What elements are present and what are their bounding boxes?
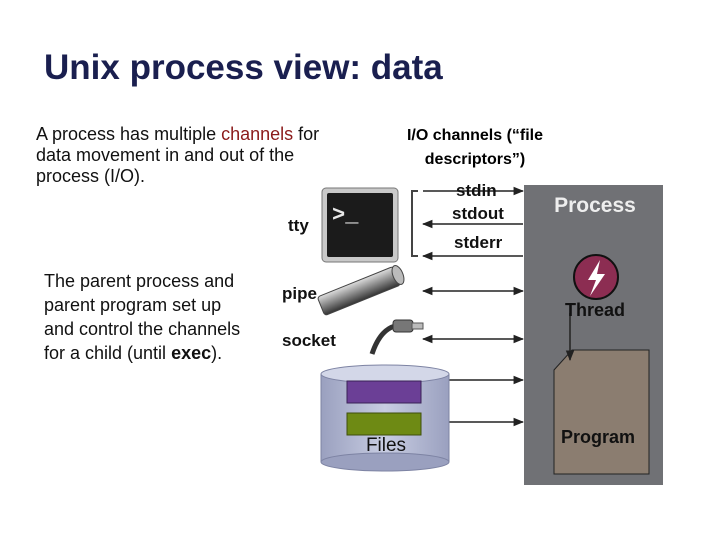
database-cylinder-icon: [320, 364, 450, 472]
terminal-icon: >_: [321, 187, 399, 263]
stdout-label: stdout: [452, 204, 504, 223]
process-label: Process: [554, 194, 636, 217]
program-box: [553, 349, 650, 475]
socket-label: socket: [282, 331, 336, 350]
file-block-purple: [346, 380, 422, 404]
io-channels-heading: I/O channels (“file descriptors”): [406, 127, 544, 168]
lightning-icon: [573, 254, 619, 300]
parent-desc-part2: ).: [211, 343, 223, 363]
exec-keyword: exec: [171, 343, 212, 363]
page-title: Unix process view: data: [44, 48, 443, 87]
tty-label: tty: [288, 216, 309, 235]
stdin-label: stdin: [456, 181, 497, 200]
parent-description: The parent process and parent program se…: [44, 269, 244, 365]
channels-desc-part2: for data movement in and out of the proc…: [36, 124, 320, 186]
pipe-label: pipe: [282, 284, 317, 303]
files-label: Files: [365, 435, 407, 456]
parent-desc-part1: The parent process and parent program se…: [44, 271, 241, 363]
stderr-label: stderr: [454, 233, 503, 252]
svg-text:>_: >_: [332, 203, 359, 228]
channels-desc-part1: A process has multiple: [36, 124, 222, 144]
pipe-icon: [317, 265, 405, 316]
file-block-green: [346, 412, 422, 436]
program-label: Program: [560, 427, 636, 447]
channels-description: A process has multiple channels for data…: [36, 124, 356, 187]
tty-bracket: [411, 190, 418, 257]
channels-highlight: channels: [221, 124, 294, 144]
audio-plug-icon: [369, 319, 424, 355]
thread-label: Thread: [564, 300, 625, 320]
